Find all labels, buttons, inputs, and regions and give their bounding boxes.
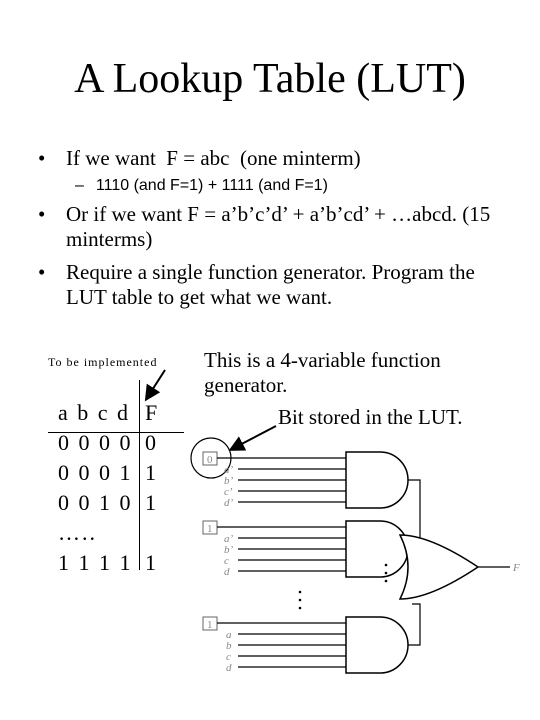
and-gate (345, 616, 409, 674)
input-label: a (226, 629, 232, 641)
ellipsis-dot (298, 590, 302, 594)
bit-stored-arrow (228, 425, 277, 451)
description-line-2: generator. (204, 373, 288, 397)
or-gate (398, 534, 480, 600)
table-cell-inputs: 0 0 0 1 (58, 460, 133, 485)
input-label: d (226, 662, 232, 674)
input-label: a’ (224, 464, 234, 476)
input-label: c (226, 651, 231, 663)
description: This is a 4-variable function generator. (204, 348, 524, 398)
ellipsis-dot (384, 579, 388, 583)
bullet-dot: • (38, 146, 46, 170)
table-header-inputs: a b c d (58, 400, 131, 425)
input-label: b (226, 640, 232, 652)
table-header-output: F (145, 400, 160, 425)
ellipsis-dot (384, 563, 388, 567)
lut-bit-value: 1 (207, 523, 213, 535)
bullet-3-text: Require a single function generator. Pro… (66, 260, 475, 309)
slide-title: A Lookup Table (LUT) (74, 56, 466, 102)
input-label: a’ (224, 533, 234, 545)
label-arrow (144, 369, 166, 402)
output-label: F (512, 562, 520, 574)
input-label: b’ (224, 475, 234, 487)
ellipsis-dot (384, 571, 388, 575)
table-cell-inputs: 0 0 0 0 (58, 430, 133, 455)
description-line-1: This is a 4-variable function (204, 348, 441, 372)
to-be-implemented-label: To be implemented (48, 355, 158, 369)
input-label: c (224, 555, 229, 567)
and-gate (345, 520, 409, 578)
lut-bit-value: 0 (207, 454, 213, 466)
and-or-wire (408, 603, 421, 646)
table-cell-inputs: ….. (58, 520, 97, 545)
input-label: d’ (224, 497, 234, 509)
ellipsis-dot (298, 606, 302, 610)
table-cell-inputs: 0 0 1 0 (58, 490, 133, 515)
and-gate (345, 451, 409, 509)
table-cell-output: 1 (145, 550, 158, 575)
input-label: d (224, 566, 230, 578)
ellipsis-dot (298, 598, 302, 602)
bullet-dot: • (38, 260, 46, 284)
input-label: b’ (224, 544, 234, 556)
sub-bullet: –1110 (and F=1) + 1111 (and F=1) (75, 177, 328, 195)
bit-stored-label: Bit stored in the LUT. (278, 405, 463, 429)
input-label: c’ (224, 486, 233, 498)
bullet-dot: • (38, 202, 46, 226)
table-cell-output: 1 (145, 490, 158, 515)
sub-bullet-dash: – (75, 177, 84, 194)
bullet-2-text: Or if we want F = a’b’c’d’ + a’b’cd’ + …… (66, 202, 491, 251)
bullet-1-text: If we want F = abc (one minterm) (66, 146, 361, 170)
table-cell-output: 0 (145, 430, 158, 455)
table-column-divider (139, 380, 140, 570)
lut-bit-value: 1 (207, 619, 213, 631)
table-cell-output: 1 (145, 460, 158, 485)
sub-bullet-text: 1110 (and F=1) + 1111 (and F=1) (95, 177, 328, 194)
table-cell-inputs: 1 1 1 1 (58, 550, 133, 575)
table-header-divider (48, 432, 184, 433)
